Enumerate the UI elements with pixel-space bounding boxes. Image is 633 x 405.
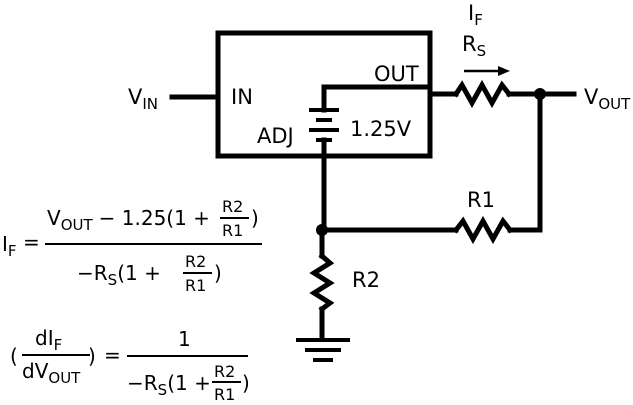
eq2-rhs-numerator: 1	[178, 327, 191, 351]
eq2-rhs-denominator: −RS(1 +	[127, 371, 211, 399]
eq1-numerator: VOUT− 1.25(1 +	[47, 206, 210, 234]
eq2-rhs-close: )	[242, 371, 250, 395]
eq2-equals: =	[104, 343, 121, 367]
vin-label: VIN	[128, 85, 158, 113]
pin-out-label: OUT	[374, 62, 419, 86]
feedback-right-wire	[507, 91, 543, 233]
eq2-rhs-frac-bottom: R1	[214, 385, 235, 404]
rs-label: RS	[462, 32, 486, 60]
rs-resistor	[452, 79, 513, 109]
internal-out-wire	[321, 84, 433, 113]
ref-voltage-label: 1.25V	[350, 117, 412, 141]
eq2-rhs-frac-top: R2	[214, 362, 235, 381]
current-arrow-head	[498, 66, 510, 76]
pin-adj-label: ADJ	[257, 124, 294, 148]
eq2-numerator: dIF	[35, 326, 62, 354]
r1-label: R1	[467, 188, 495, 212]
eq1-equals: =	[23, 230, 40, 254]
vout-label: VOUT	[584, 85, 631, 113]
eq1-den-frac-bottom: R1	[185, 276, 206, 295]
eq2-open-paren: (	[10, 344, 18, 368]
eq2-close-paren: )	[88, 344, 96, 368]
r2-label: R2	[352, 268, 380, 292]
eq1-num-close: )	[251, 206, 259, 230]
r2-resistor	[309, 252, 335, 313]
eq1-num-frac-bottom: R1	[222, 221, 243, 240]
r1-resistor	[452, 215, 514, 245]
eq2-denominator: dVOUT	[22, 359, 81, 387]
eq1-lhs: IF	[2, 232, 17, 260]
eq1-denominator: −RS(1 +	[77, 261, 161, 289]
eq1-num-frac-top: R2	[222, 197, 243, 216]
current-label: IF	[468, 1, 483, 29]
eq1-den-frac-top: R2	[185, 252, 206, 271]
eq1-den-close: )	[214, 261, 222, 285]
pin-in-label: IN	[231, 85, 253, 109]
